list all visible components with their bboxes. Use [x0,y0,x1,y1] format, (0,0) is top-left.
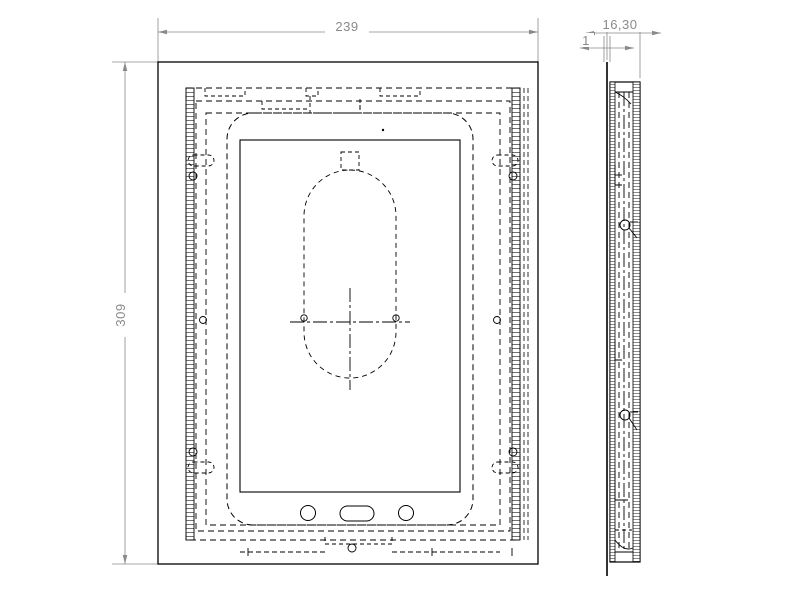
overall-height-value: 309 [113,303,128,326]
overall-width-value: 239 [335,19,358,34]
wall-thickness-value: 1 [582,33,590,48]
side-detail-lower [619,409,638,431]
side-right-wall-hatch [632,81,641,563]
mount-hole-left [300,314,308,322]
side-internal-brackets [614,165,632,531]
slot-left [187,154,215,181]
slot-left-lower [187,447,215,474]
bottom-port-details [240,537,513,556]
side-left-wall-hatch [609,81,616,563]
sensor-left [300,505,316,521]
mid-left-hole [199,316,207,324]
home-button[interactable] [339,505,375,522]
hidden-outline-third [205,112,501,526]
sensor-right [398,505,414,521]
wall-thickness-dimension: 1 [578,33,634,62]
overall-depth-value: 16,30 [602,17,637,32]
overall-depth-dimension: 16,30 [586,17,661,78]
mount-hole-right [392,314,400,322]
mid-right-hole [493,316,501,324]
reference-dot [381,128,385,132]
hidden-outline-second [195,100,511,532]
dimension-layer: 239 309 16,30 [112,17,661,565]
speaker-capsule-hidden [303,169,397,379]
top-notch-details [204,88,421,114]
center-cross [290,288,410,390]
front-outer-frame [157,61,539,565]
overall-width-dimension: 239 [157,18,539,62]
front-view [157,61,539,565]
overall-height-dimension: 309 [112,61,162,565]
hidden-outline-outer [185,87,521,541]
camera-cutout [340,151,360,171]
side-view [606,62,641,576]
side-detail-upper [619,219,638,239]
bottom-bezel-controls [300,505,414,522]
slot-right [491,154,519,181]
tablet-outline-hidden [226,112,474,526]
slot-right-lower [491,447,519,474]
screen-rectangle [239,139,461,493]
